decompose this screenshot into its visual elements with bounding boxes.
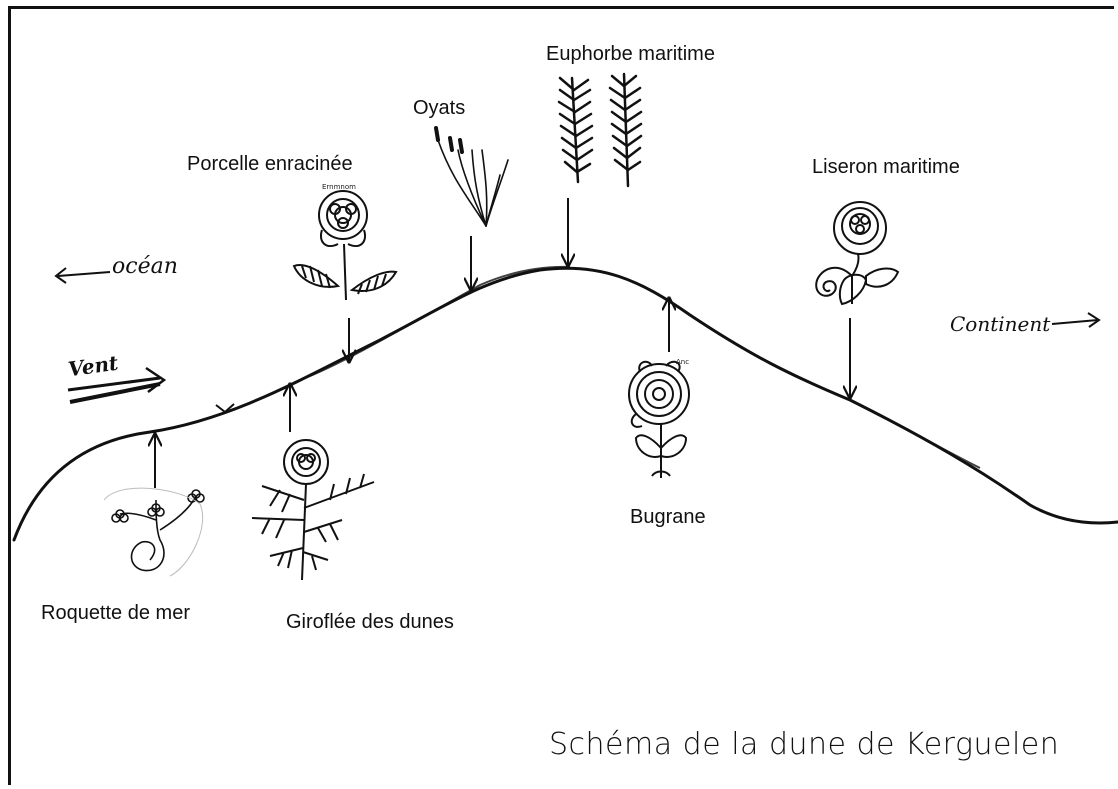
wind-label: Vent bbox=[66, 350, 120, 382]
oyats-drawing-icon bbox=[434, 126, 509, 227]
label-liseron-maritime: Liseron maritime bbox=[812, 156, 960, 178]
label-roquette-de-mer: Roquette de mer bbox=[41, 602, 190, 624]
svg-text:Ernmnom: Ernmnom bbox=[322, 183, 356, 191]
svg-text:Anc: Anc bbox=[676, 358, 689, 366]
label-giroflee-des-dunes: Giroflée des dunes bbox=[286, 611, 454, 633]
giroflee-drawing-icon bbox=[251, 439, 375, 581]
label-porcelle-enracinee: Porcelle enracinée bbox=[187, 153, 353, 175]
euphorbe-drawing-icon bbox=[557, 72, 643, 188]
bugrane-drawing-icon bbox=[628, 360, 690, 478]
label-oyats: Oyats bbox=[413, 97, 466, 119]
diagram-caption: Schéma de la dune de Kerguelen bbox=[549, 727, 1060, 762]
diagram-frame bbox=[8, 6, 1114, 785]
porcelle-drawing-icon bbox=[292, 190, 398, 301]
liseron-drawing-icon bbox=[815, 201, 900, 306]
label-bugrane: Bugrane bbox=[630, 506, 706, 528]
continent-arrow-icon bbox=[1051, 312, 1101, 328]
ocean-label: océan bbox=[112, 254, 178, 279]
pointer-arrows bbox=[155, 198, 850, 488]
ocean-arrow-icon bbox=[54, 267, 111, 284]
roquette-drawing-icon bbox=[103, 487, 205, 577]
label-euphorbe-maritime: Euphorbe maritime bbox=[546, 43, 715, 65]
continent-label: Continent bbox=[950, 312, 1051, 336]
wind-arrow-icon bbox=[67, 366, 167, 404]
dune-profile bbox=[12, 266, 1118, 542]
